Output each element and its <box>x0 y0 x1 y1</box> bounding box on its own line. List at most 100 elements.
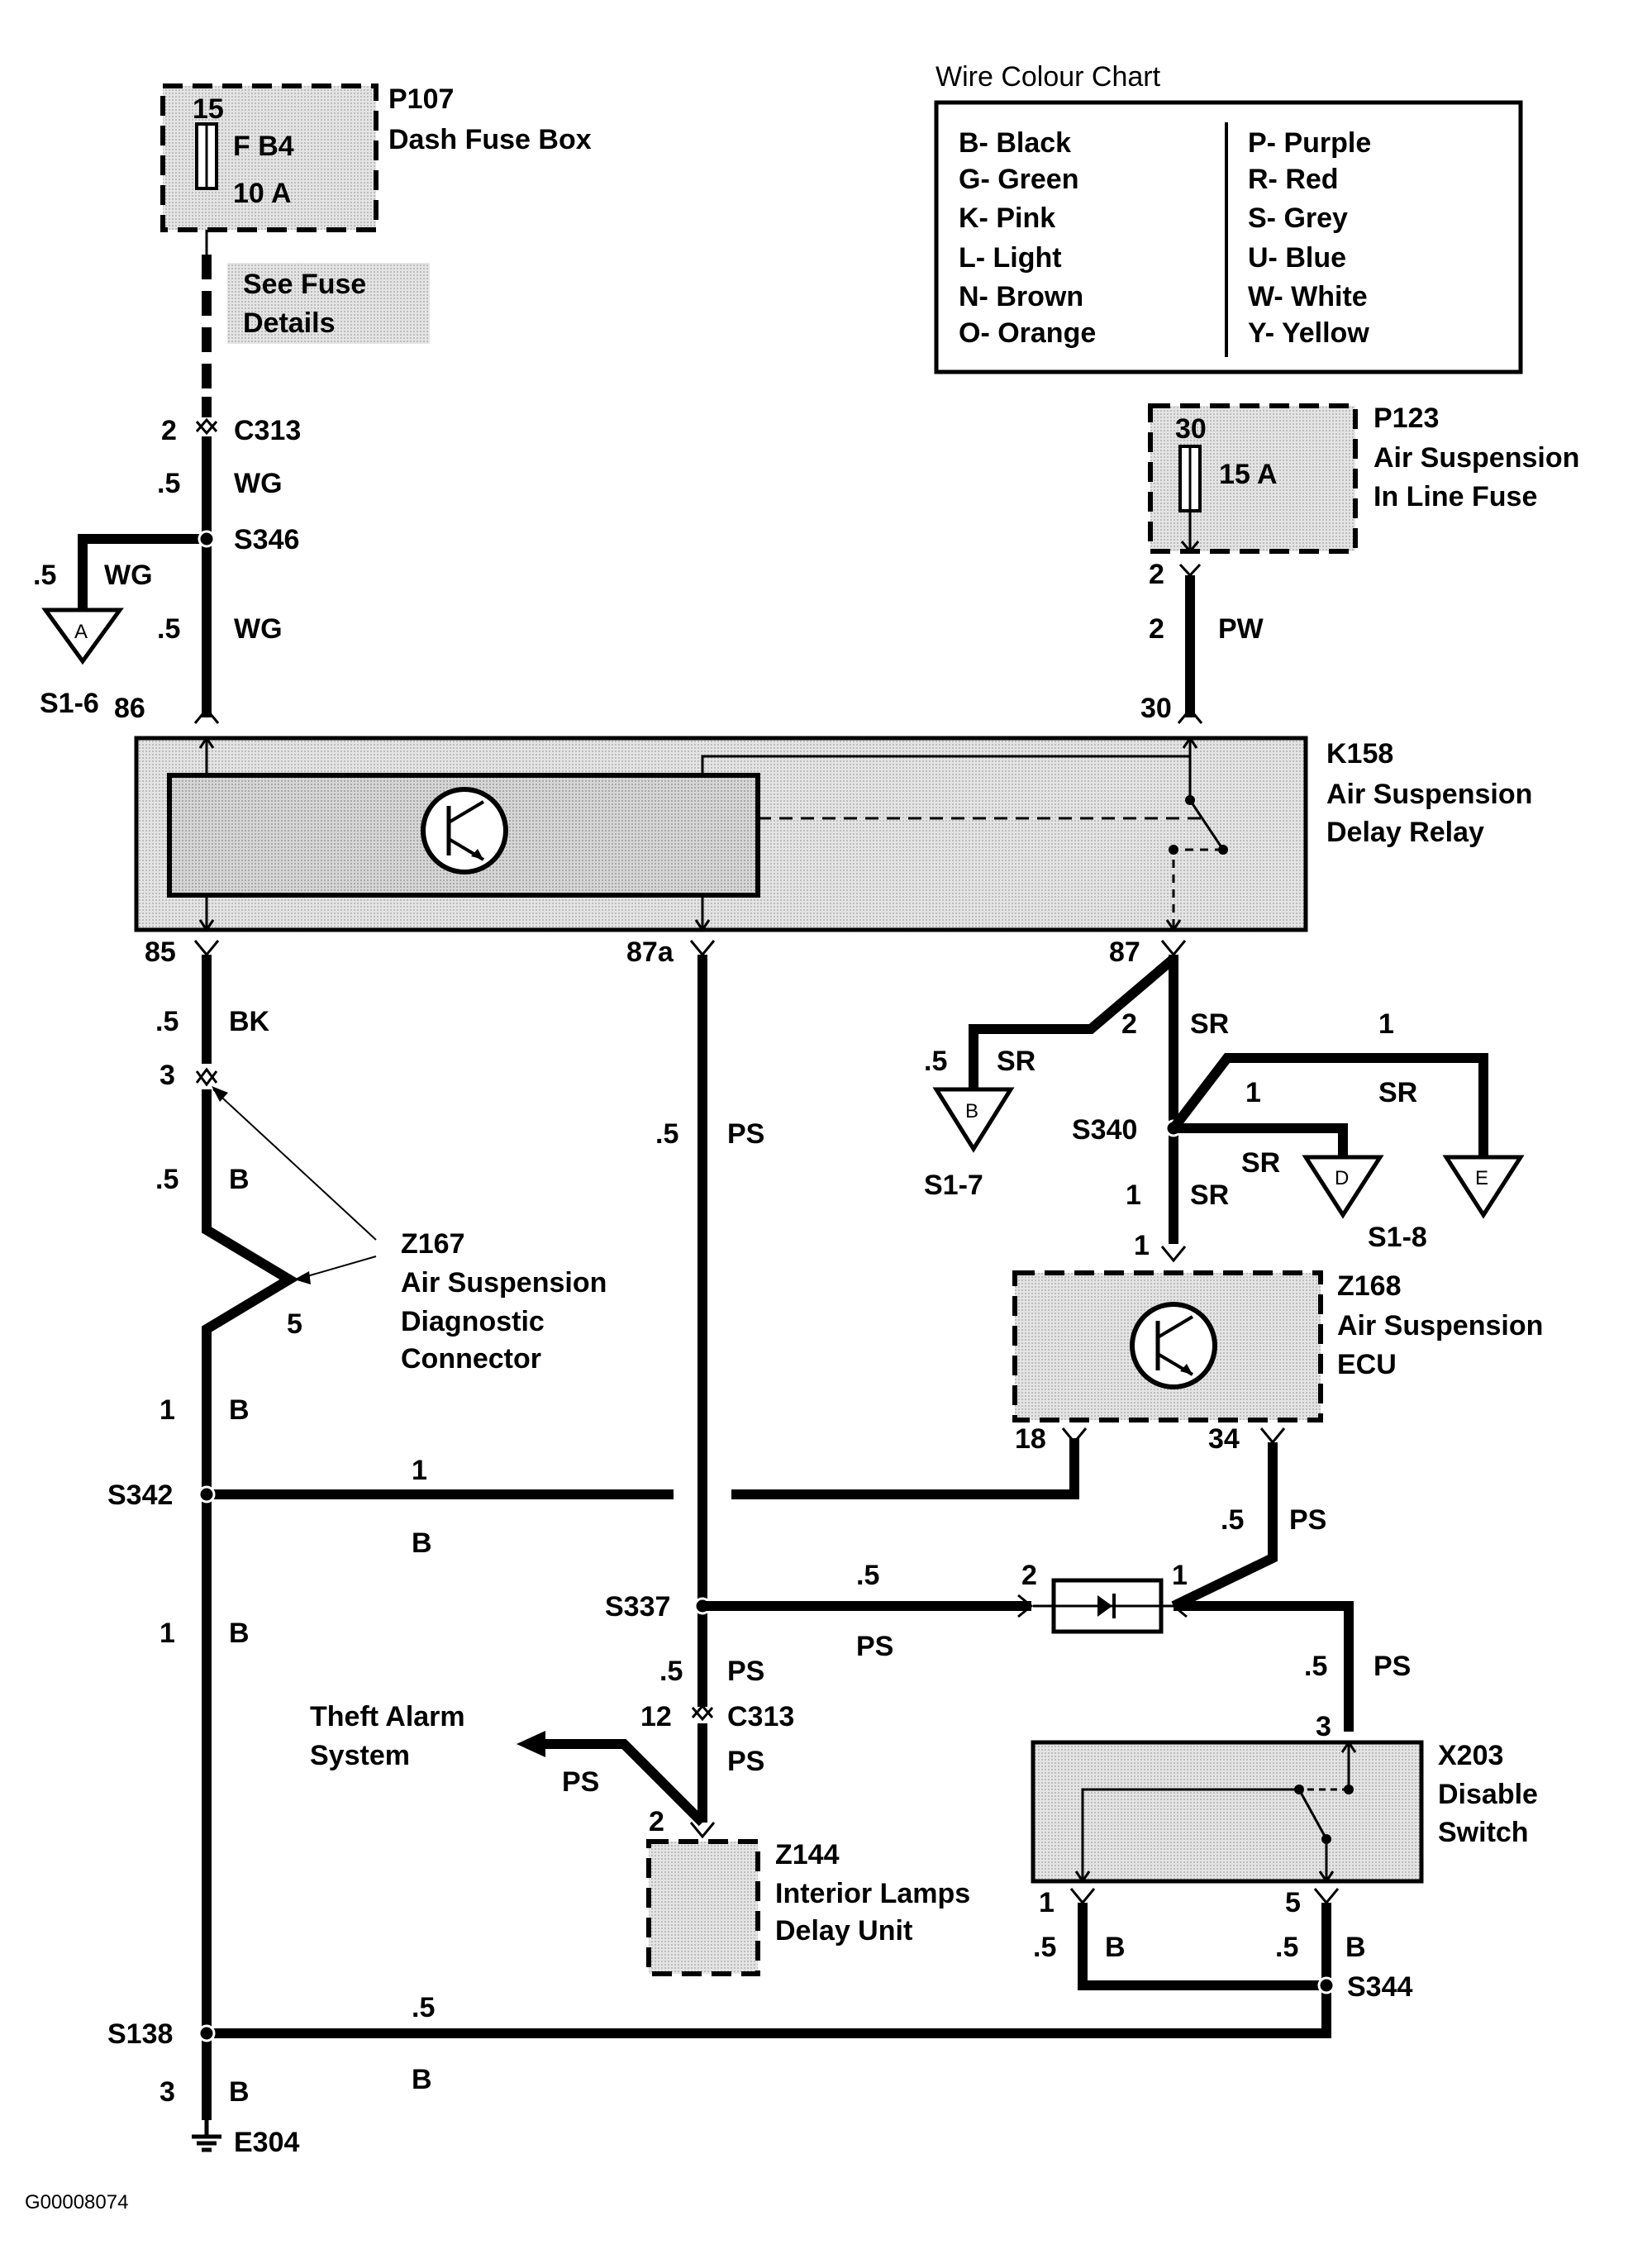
ecu-pin34-connector-icon <box>1259 1427 1286 1445</box>
wire-b-to-e304 <box>202 1089 299 2120</box>
x203-pin1: 1 <box>1039 1887 1055 1918</box>
pin-85-label: 85 <box>145 936 176 968</box>
wg-lower-size: .5 <box>157 613 180 645</box>
ecu34-wire-colour: PS <box>1289 1504 1326 1536</box>
z167-pointer-upper <box>212 1089 377 1241</box>
ecu-pin18-connector-icon <box>1061 1427 1088 1445</box>
wire-to-ground-d <box>1174 1123 1348 1161</box>
p107-fuse-box: 15 F B4 10 A P107 Dash Fuse Box See Fuse… <box>160 83 592 344</box>
colour-brown: N- Brown <box>959 281 1083 312</box>
colour-chart-box <box>934 100 1523 374</box>
transistor-icon <box>421 787 508 874</box>
wire-diode-to-x203 <box>1174 1601 1354 1732</box>
ground-e-wire-colour: SR <box>1378 1077 1417 1108</box>
z167-id: Z167 <box>401 1228 465 1260</box>
p107-id: P107 <box>388 83 454 115</box>
colour-yellow: Y- Yellow <box>1248 317 1369 349</box>
x203-pin5-connector-icon <box>1313 1888 1340 1905</box>
z168-ecu: Z168 Air Suspension ECU <box>1012 1270 1543 1422</box>
ground-e-letter: E <box>1475 1167 1488 1189</box>
colour-grey: S- Grey <box>1248 203 1348 234</box>
s342-wire-colour: B <box>412 1527 432 1559</box>
p107-pin: 15 <box>193 93 224 125</box>
z167-name3: Connector <box>401 1343 541 1375</box>
s337-wire-size: .5 <box>856 1560 879 1591</box>
z167-pin5: 5 <box>287 1308 302 1340</box>
splice-s346 <box>198 530 216 548</box>
x203-pin5-wire-colour: B <box>1345 1932 1366 1963</box>
pin-87-connector-icon <box>1160 940 1187 957</box>
wire-ecu-34-to-diode <box>1171 1442 1278 1611</box>
e304-id: E304 <box>234 2127 299 2158</box>
wire-s346-to-ground-a <box>78 534 207 612</box>
fuse-details-line1: See Fuse <box>243 269 366 300</box>
p123-out-pin: 2 <box>1149 559 1164 590</box>
z144-wire-colour: PS <box>727 1746 764 1777</box>
ground-a-ref: S1-6 <box>40 688 99 719</box>
z144-pin2-connector-icon <box>689 1822 716 1839</box>
s344-id: S344 <box>1347 1971 1412 2003</box>
colour-light: L- Light <box>959 242 1062 274</box>
p123-pin: 30 <box>1175 413 1207 445</box>
s138-wire-colour: B <box>412 2064 432 2095</box>
diagram-code: G00008074 <box>25 2191 128 2213</box>
b-mid-size: 1 <box>159 1394 175 1426</box>
wire-s342-to-ecu-18 <box>731 1438 1079 1499</box>
pw-colour: PW <box>1218 613 1264 645</box>
theft-alarm-arrow-icon <box>517 1731 545 1757</box>
c313-lower-id: C313 <box>727 1701 794 1732</box>
theft-alarm-name1: Theft Alarm <box>310 1701 465 1732</box>
87a-wire-size: .5 <box>655 1118 678 1150</box>
pin-87-label: 87 <box>1109 936 1140 968</box>
p123-name2: In Line Fuse <box>1373 481 1537 512</box>
ground-d-icon <box>1302 1155 1384 1219</box>
ecu-feed-colour: SR <box>1190 1179 1229 1211</box>
c313-lower-connector-icon <box>691 1704 714 1718</box>
ground-b-wire-size: 2 <box>1121 1008 1137 1040</box>
e304-wire-colour: B <box>229 2076 250 2108</box>
z144-id: Z144 <box>775 1839 840 1870</box>
fuse-details-note <box>227 263 430 344</box>
p107-name: Dash Fuse Box <box>388 124 592 155</box>
pin-85-connector-icon <box>193 940 220 957</box>
pin-87a-label: 87a <box>626 936 674 968</box>
pw-size: 2 <box>1149 613 1164 645</box>
ground-b-colour: SR <box>997 1046 1035 1077</box>
ecu-pin18: 18 <box>1015 1423 1046 1455</box>
bk-colour: BK <box>229 1006 270 1037</box>
ground-de-ref: S1-8 <box>1368 1222 1427 1253</box>
p123-id: P123 <box>1373 403 1439 434</box>
x203-name1: Disable <box>1438 1779 1538 1810</box>
diode-pin1: 1 <box>1172 1560 1188 1591</box>
colour-black: B- Black <box>959 127 1071 159</box>
splice-s344 <box>1317 1976 1335 1994</box>
wire-theft-alarm <box>537 1739 707 1827</box>
wire-to-ground-b <box>969 955 1177 1089</box>
z144-pin2: 2 <box>649 1806 664 1837</box>
s340-id: S340 <box>1072 1114 1137 1146</box>
b-mid-colour: B <box>229 1394 250 1426</box>
z144-name1: Interior Lamps <box>775 1878 970 1909</box>
s342-wire-size: 1 <box>412 1455 427 1486</box>
s342-id: S342 <box>107 1480 173 1511</box>
b-upper-colour: B <box>229 1164 250 1195</box>
b-lower-size: 1 <box>159 1618 175 1649</box>
colour-white: W- White <box>1248 281 1368 312</box>
k158-name2: Delay Relay <box>1326 817 1484 848</box>
pin-86-connector-icon <box>193 707 220 724</box>
ground-e-wire-size: 1 <box>1378 1008 1394 1040</box>
ecu-feed-size: 1 <box>1126 1179 1141 1211</box>
colour-green: G- Green <box>959 164 1078 195</box>
ecu34-wire-size: .5 <box>1221 1504 1244 1536</box>
ground-a-icon <box>41 608 124 665</box>
wire-s138-to-s344 <box>207 1985 1331 2038</box>
p123-out-connector-icon <box>1178 563 1202 578</box>
bk-size: .5 <box>155 1006 179 1037</box>
z144-name2: Delay Unit <box>775 1915 912 1947</box>
theft-alarm-name2: System <box>310 1740 410 1771</box>
c313-lower-upper-colour: PS <box>727 1656 764 1687</box>
c313-lower-upper-size: .5 <box>659 1656 683 1687</box>
colour-chart-title: Wire Colour Chart <box>935 61 1161 93</box>
wg-upper-colour: WG <box>234 468 283 499</box>
s138-id: S138 <box>107 2018 173 2050</box>
